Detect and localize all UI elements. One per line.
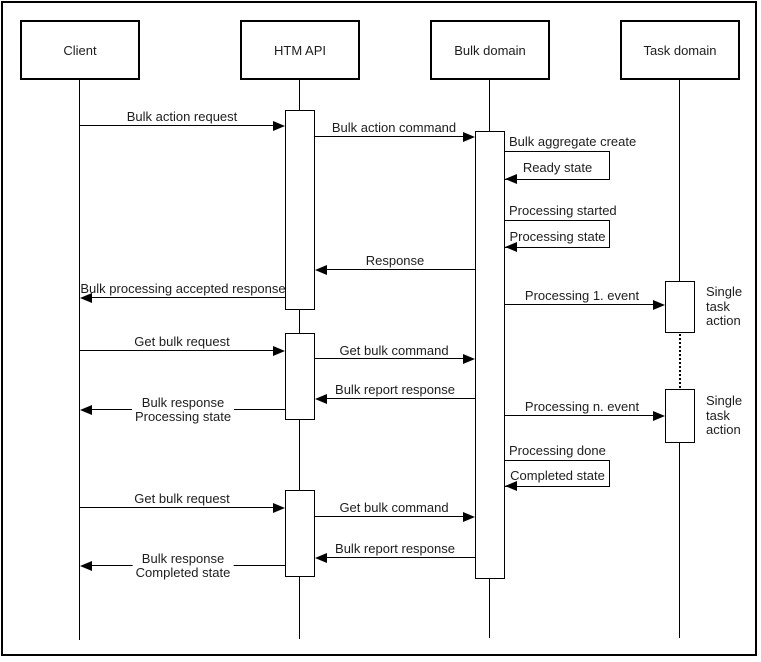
- participant-box-bulk-domain: Bulk domain: [430, 20, 550, 80]
- message-line: [315, 358, 464, 359]
- arrowhead-right-icon: [273, 346, 285, 356]
- self-message-bracket-2: [505, 220, 610, 248]
- message-label: Bulk action command: [331, 120, 457, 135]
- message-line: [80, 350, 274, 351]
- self-message-call-label: Bulk aggregate create: [509, 134, 637, 149]
- message-label: Processing n. event: [524, 399, 640, 414]
- arrowhead-left-icon: [505, 481, 517, 491]
- arrowhead-left-icon: [80, 405, 92, 415]
- message-line: [80, 125, 274, 126]
- task-action-box-1: [665, 281, 695, 333]
- message-label: Bulk report response: [335, 541, 455, 556]
- arrowhead-left-icon: [80, 561, 92, 571]
- message-label-line1: Bulk response: [141, 551, 225, 566]
- activation-bar-bulk-domain: [475, 131, 505, 579]
- message-label: Bulk response Processing state: [131, 395, 235, 424]
- participant-label: Bulk domain: [454, 42, 526, 58]
- arrowhead-right-icon: [653, 300, 665, 310]
- lifeline-client: [79, 80, 80, 640]
- participant-label: Client: [63, 42, 97, 58]
- arrowhead-left-icon: [505, 174, 517, 184]
- arrowhead-left-icon: [315, 553, 327, 563]
- message-label: Bulk response Completed state: [132, 551, 234, 580]
- message-label: Bulk action request: [126, 109, 238, 124]
- self-message-return-label: Completed state: [510, 468, 605, 483]
- participant-box-task-domain: Task domain: [620, 20, 740, 80]
- task-action-label-2: Single task action: [706, 393, 743, 437]
- message-line: [326, 269, 475, 270]
- message-label-line1: Bulk response: [141, 395, 225, 410]
- self-message-bracket-1: [505, 151, 610, 180]
- arrowhead-right-icon: [273, 121, 285, 131]
- lifeline-task-domain-dotted: [679, 334, 681, 388]
- arrowhead-left-icon: [315, 394, 327, 404]
- self-message-return-label: Processing state: [509, 229, 606, 244]
- message-label: Get bulk request: [134, 491, 230, 506]
- message-line: [315, 516, 464, 517]
- activation-bar-htm-api-1: [285, 110, 315, 310]
- arrowhead-left-icon: [80, 293, 92, 303]
- message-label: Bulk report response: [335, 382, 455, 397]
- self-message-call-label: Processing done: [509, 443, 606, 458]
- participant-box-client: Client: [20, 20, 140, 80]
- arrowhead-right-icon: [273, 503, 285, 513]
- message-label: Get bulk request: [134, 334, 230, 349]
- activation-bar-htm-api-3: [285, 490, 315, 577]
- task-action-label-1: Single task action: [706, 284, 743, 328]
- message-label-line2: Processing state: [134, 409, 232, 424]
- message-line: [505, 415, 654, 416]
- self-message-call-label: Processing started: [509, 203, 617, 218]
- message-label: Processing 1. event: [524, 288, 640, 303]
- message-line: [315, 136, 464, 137]
- message-line: [326, 398, 475, 399]
- arrowhead-right-icon: [463, 354, 475, 364]
- arrowhead-left-icon: [505, 242, 517, 252]
- participant-label: Task domain: [643, 42, 717, 58]
- message-line: [91, 297, 285, 298]
- message-label-line2: Completed state: [135, 565, 231, 580]
- message-line: [80, 507, 274, 508]
- participant-label: HTM API: [273, 42, 326, 58]
- arrowhead-right-icon: [653, 411, 665, 421]
- message-label: Response: [365, 253, 425, 268]
- self-message-bracket-3: [505, 460, 610, 487]
- arrowhead-right-icon: [463, 512, 475, 522]
- activation-bar-htm-api-2: [285, 333, 315, 420]
- arrowhead-left-icon: [315, 265, 327, 275]
- task-action-box-2: [665, 389, 695, 443]
- lifeline-task-domain-lower: [679, 442, 680, 638]
- message-line: [505, 304, 654, 305]
- self-message-return-label: Ready state: [522, 160, 593, 175]
- participant-box-htm-api: HTM API: [240, 20, 360, 80]
- message-label: Bulk processing accepted response: [80, 281, 286, 296]
- message-line: [326, 557, 475, 558]
- lifeline-task-domain-upper: [679, 80, 680, 282]
- message-label: Get bulk command: [339, 500, 449, 515]
- message-label: Get bulk command: [339, 343, 449, 358]
- arrowhead-right-icon: [463, 132, 475, 142]
